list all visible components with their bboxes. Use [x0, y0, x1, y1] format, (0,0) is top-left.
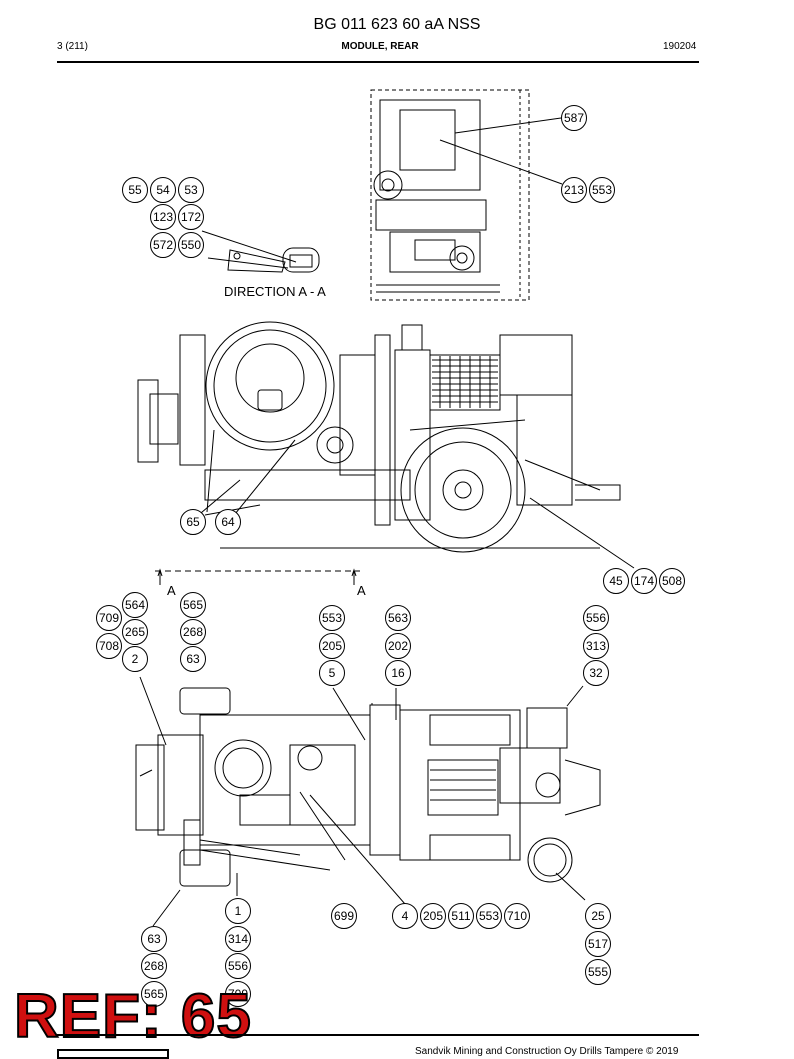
callout-563: 563 — [385, 605, 411, 631]
callout-313: 313 — [583, 633, 609, 659]
header-divider — [57, 61, 699, 63]
direction-label: DIRECTION A - A — [224, 284, 326, 299]
section-arrow-right — [351, 568, 357, 585]
callout-556: 556 — [583, 605, 609, 631]
callout-213: 213 — [561, 177, 587, 203]
callout-4: 4 — [392, 903, 418, 929]
callout-553: 553 — [589, 177, 615, 203]
leader-detail — [439, 117, 563, 185]
callout-709b: 709 — [225, 981, 251, 1007]
document-date: 190204 — [663, 41, 697, 52]
callout-65: 65 — [180, 509, 206, 535]
callout-587: 587 — [561, 105, 587, 131]
callout-54: 54 — [150, 177, 176, 203]
top-view — [135, 676, 601, 927]
callout-555: 555 — [585, 959, 611, 985]
page-number: 3 (211) — [57, 41, 88, 52]
callout-553c: 553 — [476, 903, 502, 929]
callout-63b: 63 — [141, 926, 167, 952]
callout-710: 710 — [504, 903, 530, 929]
ref-overlay-label: REF: 65 — [13, 982, 252, 1051]
callout-53: 53 — [178, 177, 204, 203]
bracket-drawing — [201, 230, 320, 273]
callout-565b: 565 — [141, 981, 167, 1007]
callout-2: 2 — [122, 646, 148, 672]
callout-172: 172 — [178, 204, 204, 230]
detail-view-frame — [370, 89, 530, 301]
callout-556b: 556 — [225, 953, 251, 979]
callout-123: 123 — [150, 204, 176, 230]
callout-511: 511 — [448, 903, 474, 929]
brand-logo — [57, 1049, 169, 1059]
callout-25: 25 — [585, 903, 611, 929]
callout-553b: 553 — [319, 605, 345, 631]
callout-268: 268 — [180, 619, 206, 645]
callout-5: 5 — [319, 660, 345, 686]
callout-709: 709 — [96, 605, 122, 631]
callout-265: 265 — [122, 619, 148, 645]
callout-55: 55 — [122, 177, 148, 203]
callout-314: 314 — [225, 926, 251, 952]
callout-205b: 205 — [420, 903, 446, 929]
callout-205: 205 — [319, 633, 345, 659]
callout-564: 564 — [122, 592, 148, 618]
section-label-left: A — [167, 583, 176, 598]
callout-45: 45 — [603, 568, 629, 594]
callout-268b: 268 — [141, 953, 167, 979]
callout-572: 572 — [150, 232, 176, 258]
callout-174: 174 — [631, 568, 657, 594]
document-title: BG 011 623 60 aA NSS — [313, 16, 481, 33]
callout-63: 63 — [180, 646, 206, 672]
callout-565: 565 — [180, 592, 206, 618]
callout-508: 508 — [659, 568, 685, 594]
callout-699: 699 — [331, 903, 357, 929]
callout-550: 550 — [178, 232, 204, 258]
callout-32: 32 — [583, 660, 609, 686]
section-arrow-left — [157, 568, 163, 585]
section-label-right: A — [357, 583, 366, 598]
callout-1: 1 — [225, 898, 251, 924]
callout-64: 64 — [215, 509, 241, 535]
side-view — [137, 321, 635, 569]
footer-divider — [57, 1034, 699, 1036]
callout-202: 202 — [385, 633, 411, 659]
footer-copyright: Sandvik Mining and Construction Oy Drill… — [415, 1046, 679, 1057]
callout-16: 16 — [385, 660, 411, 686]
callout-517: 517 — [585, 931, 611, 957]
module-title: MODULE, REAR — [341, 41, 419, 52]
callout-708: 708 — [96, 633, 122, 659]
